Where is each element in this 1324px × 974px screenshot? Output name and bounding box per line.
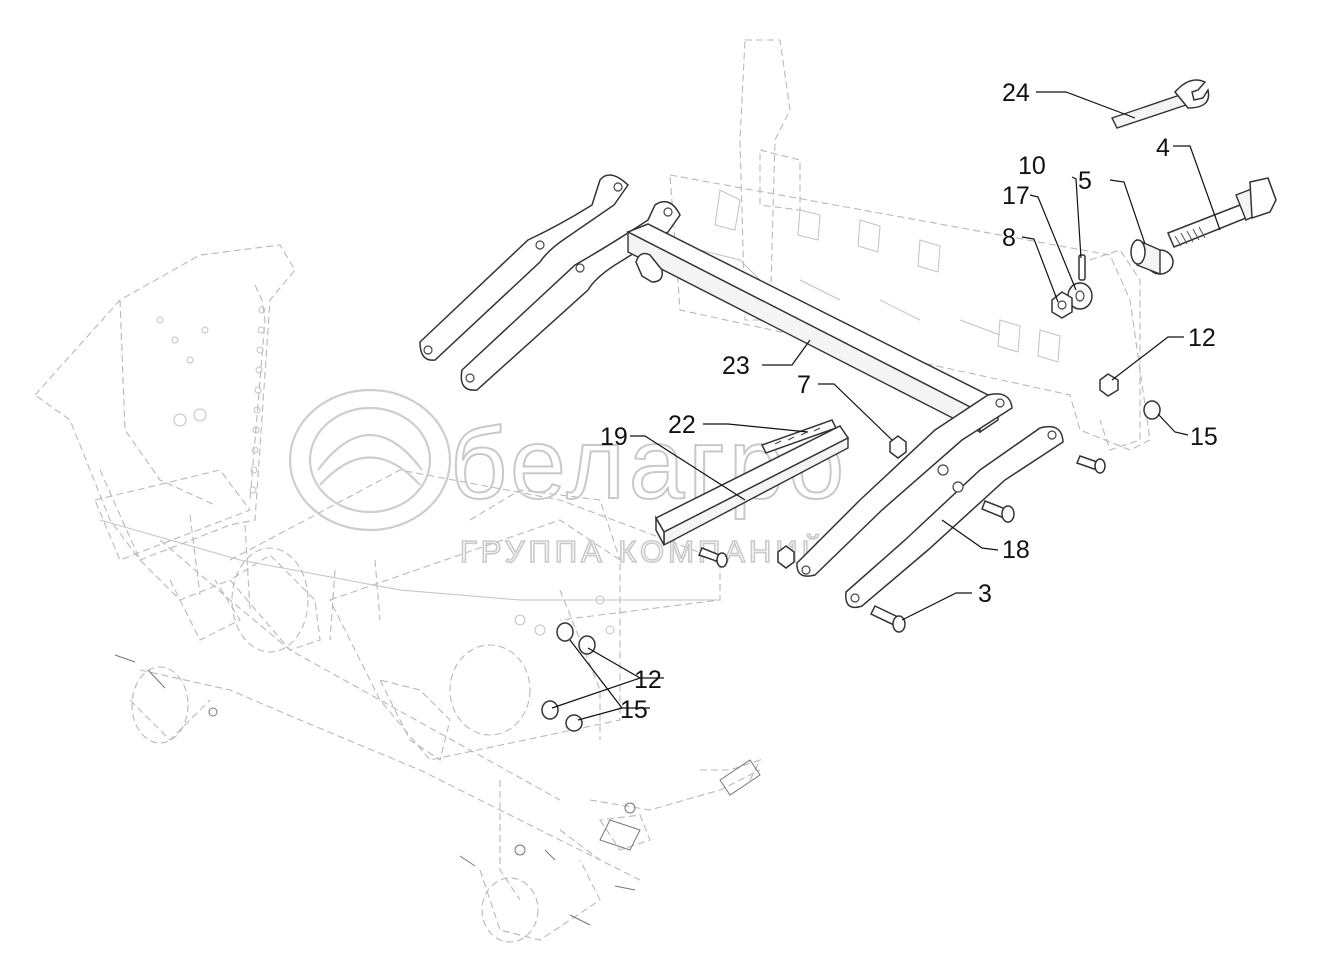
leader-lines xyxy=(551,91,1221,721)
arm-right-lower-part-18 xyxy=(845,425,1064,609)
callout-12-lower: 12 xyxy=(634,666,662,694)
bushing-part-15-upper xyxy=(1143,400,1161,420)
bolt-mid-left xyxy=(697,547,728,568)
callout-4: 4 xyxy=(1156,134,1170,162)
callout-7: 7 xyxy=(797,371,811,399)
arm-right-upper xyxy=(796,393,1013,577)
nut-part-7 xyxy=(889,435,907,459)
callout-3: 3 xyxy=(978,580,992,608)
callout-5: 5 xyxy=(1078,167,1092,195)
watermark-subtitle: ГРУППА КОМПАНИЙ xyxy=(460,533,828,569)
callout-12-upper: 12 xyxy=(1188,324,1216,352)
lower-hardware-ghost xyxy=(114,654,761,926)
bar-part-19 xyxy=(654,425,850,547)
bolt-frame-right xyxy=(1075,455,1106,474)
wrench-part-24 xyxy=(1111,79,1210,129)
callout-24: 24 xyxy=(1002,79,1030,107)
callout-10: 10 xyxy=(1018,152,1046,180)
machine-frame-ghost xyxy=(34,244,762,943)
bolt-part-3 xyxy=(869,605,906,633)
nuts-part-12-lower xyxy=(541,622,596,720)
callout-labels: 24 4 10 5 17 8 12 23 7 22 19 15 18 3 12 … xyxy=(600,79,1218,724)
nut-part-8 xyxy=(1051,291,1073,319)
bolt-bracket-right xyxy=(981,500,1015,523)
plate-part-22 xyxy=(760,419,838,454)
callout-8: 8 xyxy=(1002,224,1016,252)
frame-holes-ghost xyxy=(156,306,615,636)
bushings-part-15-lower xyxy=(565,714,583,732)
bolt-part-4 xyxy=(1167,177,1277,248)
cotter-pin-part-10 xyxy=(1078,254,1086,281)
callout-22: 22 xyxy=(668,411,696,439)
crossbeam-part-23 xyxy=(626,223,1000,434)
callout-18: 18 xyxy=(1002,536,1030,564)
callout-19: 19 xyxy=(600,423,628,451)
pin-part-5 xyxy=(1130,238,1174,276)
watermark-logo xyxy=(288,388,452,532)
nut-mid-left xyxy=(777,545,795,569)
callout-23: 23 xyxy=(722,352,750,380)
callout-17: 17 xyxy=(1002,182,1030,210)
washer-part-17 xyxy=(1067,282,1093,310)
arm-left-lower xyxy=(460,200,681,391)
arm-left-upper xyxy=(419,174,629,361)
callout-15-lower: 15 xyxy=(620,696,648,724)
callout-15-upper: 15 xyxy=(1190,423,1218,451)
